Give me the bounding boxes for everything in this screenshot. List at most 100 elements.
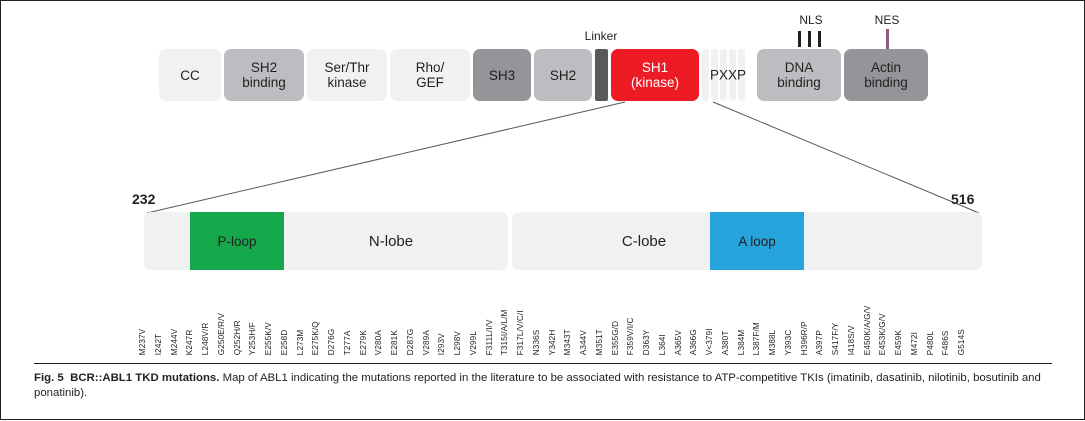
mutation-label: F359V/I/C — [626, 317, 636, 355]
mutation-label: A344V — [578, 329, 588, 355]
caption-divider — [34, 363, 1052, 364]
mutation-label: A365V — [673, 329, 683, 355]
mutation-label: V280A — [374, 329, 384, 355]
mutation-label: E453K/G/V — [878, 313, 888, 355]
mutation-label: A366G — [689, 329, 699, 355]
mutation-label: M351T — [594, 329, 604, 355]
domain-sh2: SH2 — [534, 49, 592, 101]
mutation-label: E459K — [894, 329, 904, 355]
mutation-label: S417F/Y — [831, 322, 840, 355]
domain-actin-binding-label: Actin binding — [864, 60, 908, 90]
nes-tick — [886, 29, 889, 49]
domain-sh2-label: SH2 — [549, 67, 577, 83]
domain-linker — [595, 49, 608, 101]
mutation-label: E275K/Q — [311, 321, 321, 355]
domain-ser-thr-kinase-label: Ser/Thr kinase — [324, 60, 370, 90]
domain-ser-thr-kinase: Ser/Thr kinase — [307, 49, 387, 101]
mutation-label: L248V/R — [200, 322, 210, 355]
mutation-label: M244V — [169, 328, 179, 355]
domain-pxxp-label: PXXP — [709, 67, 747, 83]
pxxp-bar-2 — [711, 49, 718, 101]
mutation-label: V289A — [421, 329, 431, 355]
domain-sh3: SH3 — [473, 49, 531, 101]
mutation-label: M388L — [767, 329, 777, 355]
pxxp-bar-3 — [720, 49, 727, 101]
kinase-c-lobe: A loop C-lobe — [512, 212, 982, 270]
mutation-label: D276G — [326, 328, 336, 355]
pxxp-bar-1 — [702, 49, 709, 101]
mutation-label: T277A — [342, 330, 352, 355]
mutation-label: Y253H/F — [248, 321, 258, 355]
mutation-label: E279K — [358, 329, 368, 355]
nls-tick-2 — [808, 31, 811, 47]
domain-sh2-binding-label: SH2 binding — [242, 60, 286, 90]
mutation-label: M343T — [563, 329, 573, 355]
domain-sh3-label: SH3 — [488, 67, 516, 83]
mutation-label: E281K — [389, 329, 399, 355]
mutation-label: V<379I — [704, 328, 714, 355]
mutation-label: L387F/M — [752, 321, 762, 355]
mutation-label: F486S — [941, 330, 951, 355]
domain-rho-gef: Rho/ GEF — [390, 49, 470, 101]
mutation-label: Y393C — [783, 329, 793, 355]
mutation-label: L298V — [452, 330, 462, 355]
linker-label: Linker — [584, 29, 618, 43]
mutation-label: A380T — [720, 330, 730, 355]
domain-dna-binding-label: DNA binding — [777, 60, 821, 90]
mutation-label: L273M — [295, 329, 305, 355]
nls-label: NLS — [799, 13, 823, 27]
mutation-label: K247R — [185, 329, 195, 355]
mutation-label: L364I — [657, 334, 667, 355]
nes-label: NES — [874, 13, 900, 27]
kinase-end-residue: 516 — [951, 191, 975, 207]
mutation-label: I293V — [437, 333, 447, 355]
a-loop-label: A loop — [738, 233, 776, 249]
a-loop-region: A loop — [710, 212, 804, 270]
mutation-label: P480L — [925, 330, 935, 355]
mutation-label: Y342H — [547, 329, 557, 355]
mutation-label: M472I — [909, 331, 919, 355]
mutation-label: L384M — [736, 329, 746, 355]
domain-sh2-binding: SH2 binding — [224, 49, 304, 101]
nls-tick-3 — [818, 31, 821, 47]
mutation-label: F311L/I/V — [484, 319, 494, 355]
kinase-domain-detail: P-loop N-lobe A loop C-lobe — [144, 212, 982, 270]
domain-pxxp: PXXP — [702, 49, 754, 101]
mutation-label: E355G/D — [610, 320, 620, 355]
mutation-label: T315I/A/L/M — [500, 309, 510, 355]
domain-actin-binding: Actin binding — [844, 49, 928, 101]
mutation-label: M237V — [137, 328, 147, 355]
mutation-label: D363Y — [641, 329, 651, 355]
domain-cc: CC — [159, 49, 221, 101]
mutation-label: I418S/V — [846, 325, 856, 355]
c-lobe-label: C-lobe — [621, 232, 667, 250]
kinase-n-lobe: P-loop N-lobe — [144, 212, 508, 270]
mutation-label: H396R/P — [799, 321, 809, 355]
protein-domain-map: CC SH2 binding Ser/Thr kinase Rho/ GEF S… — [159, 49, 931, 101]
mutation-label: E450K/A/G/V — [862, 305, 872, 355]
pxxp-bar-4 — [729, 49, 736, 101]
p-loop-label: P-loop — [217, 233, 257, 249]
mutation-label: D287G — [405, 328, 415, 355]
mutation-label: E255K/V — [263, 321, 273, 355]
figure-number: Fig. 5 — [34, 372, 64, 384]
domain-rho-gef-label: Rho/ GEF — [415, 60, 445, 90]
mutation-label: E258D — [279, 329, 289, 355]
nls-tick-1 — [798, 31, 801, 47]
domain-dna-binding: DNA binding — [757, 49, 841, 101]
kinase-start-residue: 232 — [132, 191, 156, 207]
domain-sh1-kinase: SH1 (kinase) — [611, 49, 699, 101]
mutation-label: V299L — [468, 330, 478, 355]
mutation-label: G250E/R/V — [216, 312, 226, 355]
figure-caption-text: Map of ABL1 indicating the mutations rep… — [34, 372, 1041, 399]
figure-caption: Fig. 5 BCR::ABL1 TKD mutations. Map of A… — [34, 371, 1054, 400]
domain-sh1-kinase-label: SH1 (kinase) — [630, 60, 679, 90]
mutation-label: N336S — [531, 329, 541, 355]
figure-title: BCR::ABL1 TKD mutations. — [70, 372, 220, 384]
mutation-label: A397P — [815, 329, 825, 355]
p-loop-region: P-loop — [190, 212, 284, 270]
mutation-label: Q252H/R — [232, 320, 242, 355]
n-lobe-label: N-lobe — [368, 232, 414, 250]
